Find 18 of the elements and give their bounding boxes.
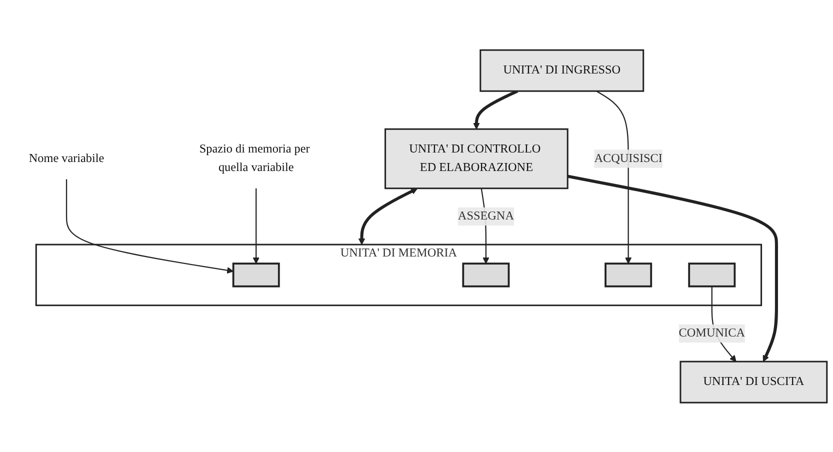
cluster: UNITA' DI MEMORIA	[35, 243, 762, 306]
node-box	[604, 262, 652, 287]
node-text: Nome variabile	[28, 152, 104, 164]
edge-label: ACQUISISCI	[594, 152, 662, 164]
node-box	[688, 262, 736, 287]
node-box	[462, 262, 510, 287]
node-text: Spazio di memoria per quella variabile	[199, 142, 310, 174]
arrow	[66, 178, 234, 274]
node-box: UNITA' DI CONTROLLO ED ELABORAZIONE	[384, 128, 568, 189]
node-box: UNITA' DI INGRESSO	[480, 48, 644, 92]
node-box	[232, 262, 280, 287]
edge-label: ASSEGNA	[458, 209, 514, 222]
arrow	[596, 90, 632, 264]
node-box: UNITA' DI USCITA	[680, 360, 828, 404]
arrow	[358, 188, 418, 245]
edge-label: COMUNICA	[678, 326, 745, 340]
arrow	[473, 89, 518, 130]
arrow	[252, 188, 260, 264]
